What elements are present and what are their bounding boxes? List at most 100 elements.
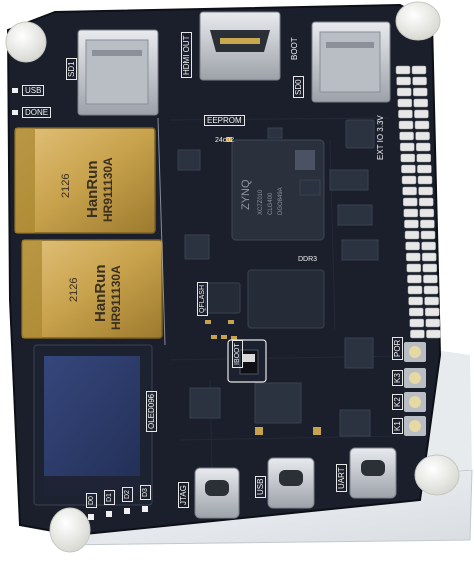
tactile-buttons	[404, 342, 426, 436]
label-d2: D2	[122, 487, 133, 502]
label-d3: D3	[140, 485, 151, 500]
soc-line2: CLG400	[268, 192, 274, 215]
jack2-date: 2126	[68, 277, 80, 302]
header-pin	[423, 274, 438, 284]
header-pin	[418, 197, 434, 207]
jack1-brand: HanRun	[84, 160, 101, 219]
header-pin	[401, 175, 417, 185]
header-pin	[397, 98, 413, 108]
header-pin	[404, 219, 419, 229]
header-pin	[425, 318, 441, 328]
jack2-brand: HanRun	[92, 264, 109, 323]
ddr3-memory-chip	[247, 269, 325, 329]
header-pin	[413, 98, 429, 108]
header-pin	[400, 153, 416, 163]
header-pin	[409, 318, 425, 328]
header-pin	[424, 296, 439, 306]
header-pin	[416, 153, 432, 163]
small-components	[177, 119, 379, 437]
boot-switch	[227, 339, 267, 383]
ethernet-jack-1	[14, 127, 156, 234]
label-sd0: SD0	[293, 76, 304, 98]
header-pin	[398, 120, 414, 130]
label-ddr3: DDR3	[298, 256, 318, 263]
header-pin	[420, 219, 435, 229]
label-d0: D0	[86, 493, 97, 508]
header-pin	[414, 120, 430, 130]
label-ext-io: EXT IO 3.3V	[376, 115, 385, 160]
gpio-header-pins	[395, 65, 441, 339]
header-pin	[421, 252, 437, 262]
header-pin	[418, 186, 433, 196]
header-pin	[407, 274, 422, 284]
label-usb: USB	[22, 85, 45, 96]
label-iboot: IBOOT	[232, 340, 243, 368]
header-pin	[399, 131, 414, 141]
label-qflash: QFLASH	[197, 281, 208, 316]
label-k3: K3	[392, 370, 403, 386]
usb-c-connector-uart	[349, 447, 397, 499]
soc-brand: ZYNQ	[240, 179, 252, 210]
label-oled: OLED096	[146, 390, 157, 432]
header-pin	[415, 142, 431, 152]
label-d1: D1	[104, 490, 115, 505]
header-pin	[421, 241, 436, 251]
label-boot: BOOT	[290, 37, 299, 60]
header-pin	[415, 131, 430, 141]
header-pin	[412, 76, 427, 86]
gold-capacitors	[205, 137, 321, 435]
label-k2: K2	[392, 394, 403, 410]
header-pin	[410, 329, 425, 339]
header-pin	[423, 285, 439, 295]
header-pin	[417, 164, 432, 174]
label-k1: K1	[392, 418, 403, 434]
header-pin	[402, 197, 418, 207]
header-pin	[419, 208, 435, 218]
header-pin	[403, 208, 419, 218]
header-pin	[405, 241, 420, 251]
header-pin	[424, 307, 440, 317]
header-pin	[408, 307, 424, 317]
usb-c-connector-jtag	[194, 467, 240, 519]
ethernet-jack-2	[21, 239, 163, 339]
sd1-card-slot	[77, 29, 159, 116]
label-hdmi-out: HDMI OUT	[181, 32, 192, 78]
jack1-model: HR911130A	[101, 157, 115, 222]
sd0-card-slot	[311, 21, 391, 103]
label-jtag: JTAG	[178, 482, 189, 508]
usb-c-connector-usb	[267, 457, 315, 509]
header-pin	[404, 230, 420, 240]
header-pin	[406, 263, 422, 273]
header-pin	[405, 252, 421, 262]
header-pin	[401, 164, 416, 174]
jack2-model: HR911130A	[109, 265, 123, 330]
header-pin	[420, 230, 436, 240]
zynq-soc-chip	[231, 139, 325, 241]
qflash-chip	[205, 282, 241, 314]
header-pin	[399, 142, 415, 152]
header-pin	[411, 65, 427, 75]
hdmi-connector	[199, 11, 281, 81]
label-eeprom-part: 24c02	[215, 137, 235, 144]
status-leds	[12, 88, 148, 520]
header-pin	[414, 109, 429, 119]
soc-line1: XC7Z010	[258, 189, 264, 215]
header-pin	[422, 263, 438, 273]
header-pin	[426, 329, 441, 339]
header-pin	[398, 109, 413, 119]
header-pin	[412, 87, 428, 97]
header-pin	[396, 76, 411, 86]
mounting-posts	[5, 1, 460, 553]
label-eeprom: EEPROM	[204, 115, 245, 126]
label-por: POR	[392, 336, 403, 360]
header-pin	[395, 65, 411, 75]
header-pin	[408, 296, 423, 306]
soc-line3: DGO849A	[278, 187, 284, 215]
header-pin	[396, 87, 412, 97]
label-sd1: SD1	[66, 58, 77, 80]
header-pin	[402, 186, 417, 196]
label-uart: UART	[336, 464, 347, 492]
label-usb-bottom: USB	[255, 475, 266, 498]
header-pin	[407, 285, 423, 295]
